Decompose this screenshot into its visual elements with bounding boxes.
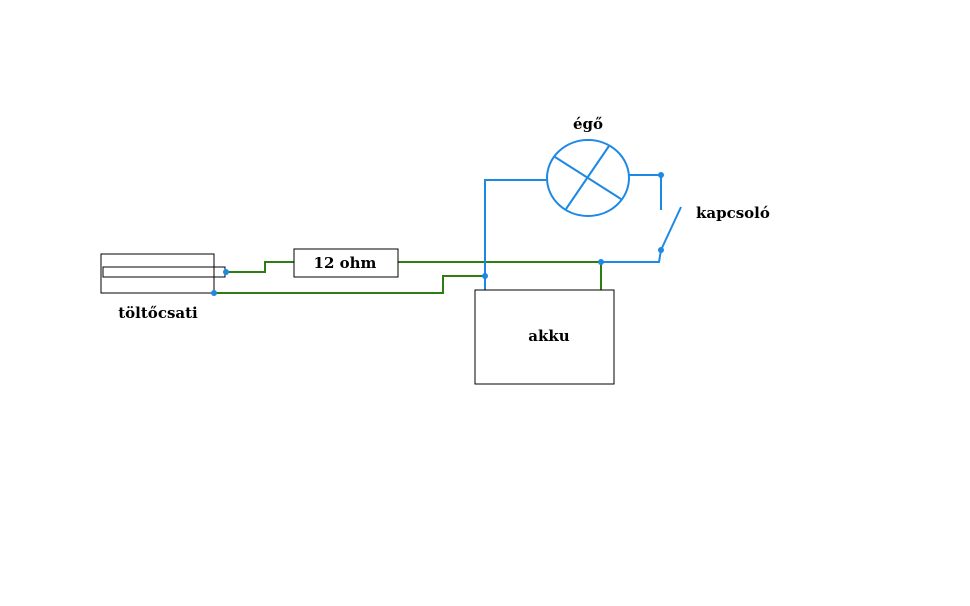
charger-port (100, 253, 226, 294)
node-battery-plus (598, 259, 604, 265)
switch-lever (660, 206, 682, 251)
node-switch-top (658, 172, 664, 178)
bulb-circle (546, 139, 630, 217)
green-wires (214, 261, 602, 294)
charger-port-label: töltőcsati (118, 304, 198, 322)
bulb-cross-2 (565, 145, 610, 210)
node-switch-bottom (658, 247, 664, 253)
charger-port-outer (100, 253, 215, 294)
charger-port-slot (102, 266, 226, 278)
blue-wire-battery-to-bulb (484, 179, 547, 290)
green-wire-port-to-resistor (226, 261, 294, 273)
junction-nodes (211, 172, 664, 296)
node-port-top (223, 269, 229, 275)
resistor-box (293, 248, 399, 278)
battery-box (474, 289, 615, 385)
green-wire-resistor-to-battery-plus (398, 261, 602, 290)
node-port-bottom (211, 290, 217, 296)
blue-wires (484, 174, 682, 290)
bulb-label: égő (573, 115, 603, 133)
blue-wire-switch-to-junction (601, 249, 662, 263)
blue-wire-bulb-to-switch (629, 174, 662, 210)
switch-label: kapcsoló (696, 204, 770, 222)
resistor-label: 12 ohm (314, 254, 377, 272)
green-wire-port-to-battery-minus (214, 275, 485, 294)
bulb-icon (546, 139, 630, 217)
node-battery-minus (482, 273, 488, 279)
battery-label: akku (528, 327, 570, 345)
